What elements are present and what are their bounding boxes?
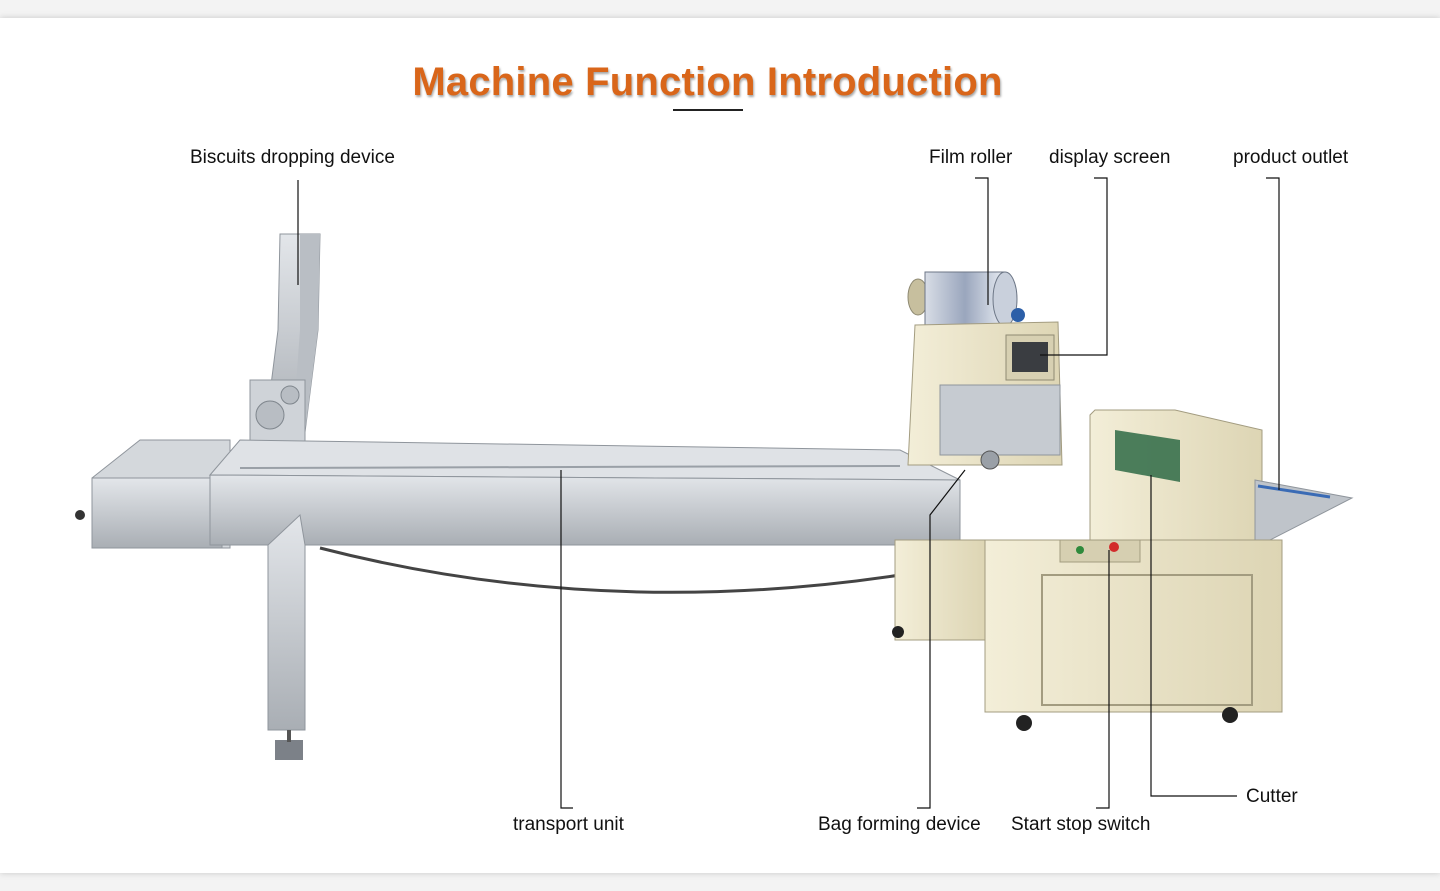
leader-transport-unit [560, 470, 573, 809]
label-bag-forming-device: Bag forming device [818, 814, 981, 835]
leader-cutter [1150, 475, 1237, 797]
title-underline [673, 109, 743, 111]
transport-unit [208, 439, 961, 594]
support-leg [267, 513, 306, 760]
label-transport-unit: transport unit [513, 814, 624, 835]
leader-lines [297, 177, 1280, 809]
label-display-screen: display screen [1049, 147, 1171, 168]
product-outlet [1254, 479, 1354, 541]
label-start-stop-switch: Start stop switch [1011, 814, 1151, 835]
label-biscuits-dropping-device: Biscuits dropping device [190, 147, 395, 168]
leader-display-screen [1040, 177, 1108, 356]
cutter-housing [1089, 409, 1263, 551]
leader-product-outlet [1266, 177, 1280, 490]
leader-bag-forming [917, 469, 966, 809]
label-cutter: Cutter [1246, 786, 1298, 807]
film-roller [907, 271, 1025, 327]
start-stop-switch-button [1109, 542, 1119, 552]
leader-film-roller [975, 177, 989, 305]
label-film-roller: Film roller [929, 147, 1013, 168]
page-title: Machine Function Introduction [412, 60, 1003, 104]
infeed-table [75, 439, 231, 549]
biscuits-dropping-device [249, 233, 321, 461]
wrapping-head [907, 321, 1063, 470]
main-cabinet [892, 539, 1283, 731]
label-product-outlet: product outlet [1233, 147, 1349, 168]
leader-start-stop [1096, 550, 1110, 809]
display-screen-panel [1012, 342, 1048, 372]
